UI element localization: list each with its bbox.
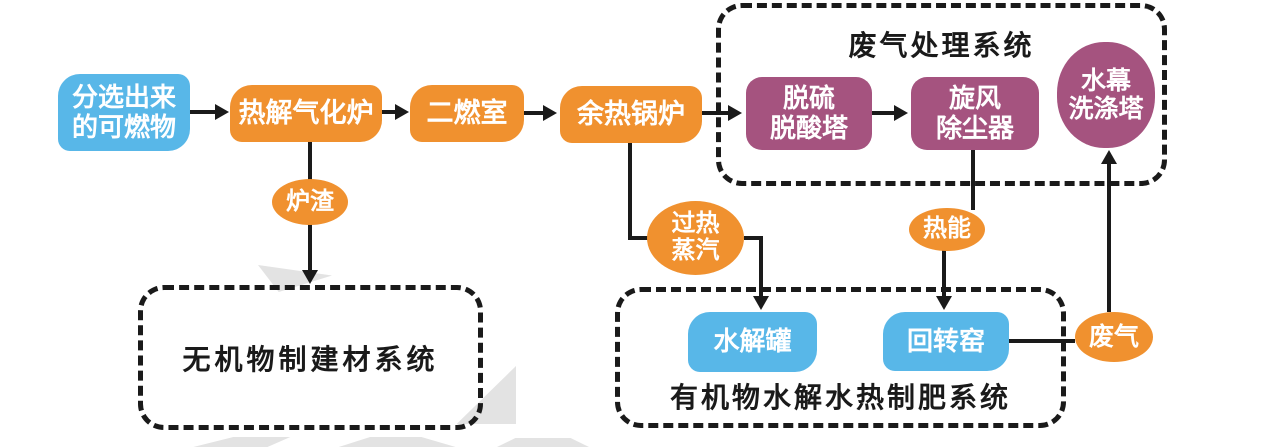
arrowhead-boiler-to-desulfurization <box>728 105 742 121</box>
node-sorted-combustibles: 分选出来 的可燃物 <box>58 74 190 151</box>
arrowhead-desulfurization-to-cyclone <box>894 105 908 121</box>
node-superheated-steam: 过热 蒸汽 <box>647 201 744 275</box>
node-waste-heat-boiler: 余热锅炉 <box>560 86 702 143</box>
system-title-inorganic-building-material: 无机物制建材系统 <box>182 343 439 375</box>
arrow-pyrolysis-to-secondary <box>382 110 396 114</box>
node-hydrolysis-tank: 水解罐 <box>688 312 817 372</box>
watermark-shape <box>497 438 589 447</box>
arrowhead-wastegas-to-scrubber <box>1101 150 1117 164</box>
arrow-slag-to-inorganic-system <box>308 224 312 272</box>
arrow-secondary-to-boiler <box>524 111 544 115</box>
arrowhead-steam-to-hydrolysis <box>753 296 769 310</box>
line-cyclone-to-heat <box>971 150 975 210</box>
system-box-gas-treatment: 废气处理系统 <box>716 3 1167 186</box>
system-box-inorganic-building-material: 无机物制建材系统 <box>138 285 483 430</box>
arrowhead-pyrolysis-to-secondary <box>395 104 409 120</box>
system-box-organic-fertilizer: 有机物水解水热制肥系统 <box>615 287 1066 428</box>
line-boiler-to-steam-horizontal <box>628 236 649 240</box>
arrow-heat-to-kiln <box>942 249 946 298</box>
node-desulfurization-deacidification-tower: 脱硫 脱酸塔 <box>746 77 872 150</box>
system-title-organic-fertilizer: 有机物水解水热制肥系统 <box>669 382 1011 413</box>
node-waste-gas: 废气 <box>1075 312 1153 362</box>
line-kiln-to-wastegas <box>1009 339 1075 343</box>
line-steam-out-horizontal <box>744 236 763 240</box>
node-pyrolysis-gasifier: 热解气化炉 <box>230 85 382 142</box>
arrowhead-secondary-to-boiler <box>543 105 557 121</box>
node-furnace-slag: 炉渣 <box>272 179 348 225</box>
arrow-steam-to-hydrolysis <box>759 236 763 298</box>
node-rotary-kiln: 回转窑 <box>883 312 1009 371</box>
system-title-gas-treatment: 废气处理系统 <box>848 30 1035 61</box>
arrowhead-combustibles-to-pyrolysis <box>215 104 229 120</box>
node-cyclone-dust-collector: 旋风 除尘器 <box>911 77 1039 150</box>
arrow-wastegas-to-scrubber <box>1107 163 1111 312</box>
arrow-boiler-to-desulfurization <box>702 111 729 115</box>
arrow-desulfurization-to-cyclone <box>872 111 895 115</box>
line-pyrolysis-to-slag <box>308 142 312 180</box>
node-secondary-combustion-chamber: 二燃室 <box>410 85 524 142</box>
node-water-curtain-scrubber: 水幕 洗涤塔 <box>1057 42 1155 148</box>
node-heat-energy: 热能 <box>909 208 985 251</box>
arrow-combustibles-to-pyrolysis <box>190 110 216 114</box>
watermark-shape <box>193 437 456 447</box>
arrowhead-slag-to-inorganic-system <box>302 270 318 284</box>
arrowhead-heat-to-kiln <box>936 296 952 310</box>
line-boiler-to-steam-vertical <box>628 143 632 240</box>
